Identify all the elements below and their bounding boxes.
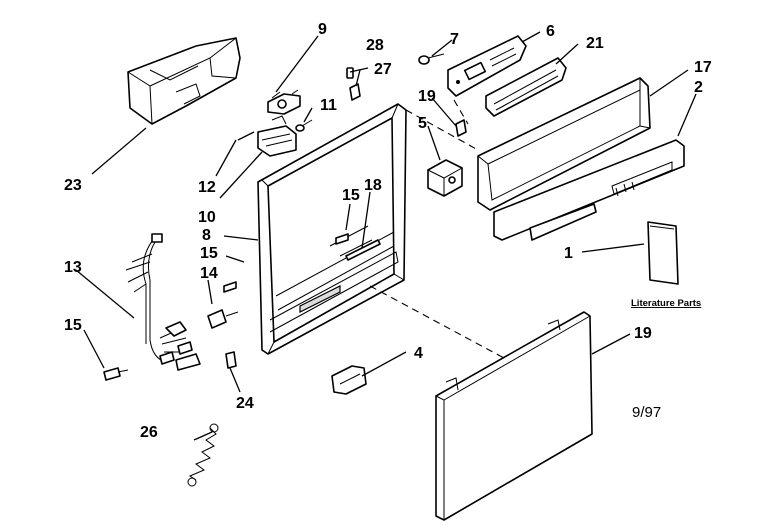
callout-4: 4: [414, 345, 423, 362]
part-21-keypad: [485, 57, 567, 117]
part-15-screw-frame: [335, 233, 349, 245]
callout-2: 2: [694, 79, 703, 96]
part-5-switch-module: [427, 159, 463, 197]
part-15-screw-mid: [223, 281, 237, 293]
callout-8: 8: [202, 227, 211, 244]
callout-9: 9: [318, 21, 327, 38]
callout-24: 24: [236, 395, 254, 412]
part-4-hinge-clip: [331, 365, 367, 395]
part-10-latch-housing: [257, 115, 297, 157]
assembly-lines: [369, 99, 505, 359]
part-1-strip: [529, 203, 597, 241]
callout-16: 17: [694, 59, 712, 76]
part-8-inner-door-frame: [257, 103, 407, 355]
callout-27: 27: [374, 61, 392, 78]
part-23-cover: [127, 37, 241, 125]
callout-19: 19: [634, 325, 652, 342]
callout-18: 19: [418, 88, 436, 105]
callout-23: 23: [64, 177, 82, 194]
part-24-clip: [225, 351, 237, 369]
callout-15-left: 15: [64, 317, 82, 334]
callout-15-mid: 15: [200, 245, 218, 262]
date-code: 9/97: [632, 404, 661, 421]
callout-26: 26: [140, 424, 158, 441]
part-26-spring: [187, 423, 219, 487]
callout-1: 1: [564, 245, 573, 262]
callout-11: 11: [320, 97, 337, 114]
leader-lines: [75, 31, 697, 441]
callout-13: 13: [64, 259, 82, 276]
part-19-outer-door-panel: [435, 311, 593, 521]
callout-5: 5: [418, 115, 427, 132]
callout-21: 21: [586, 35, 604, 52]
part-17-strip: [345, 239, 381, 261]
callout-12: 12: [198, 179, 216, 196]
part-28-plug: [346, 67, 354, 79]
part-15-screw-left: [103, 367, 129, 381]
part-7-screw: [418, 53, 445, 65]
part-11-screw: [295, 119, 313, 132]
callout-10: 10: [198, 209, 216, 226]
part-14-switch: [207, 309, 239, 329]
part-27-clip: [349, 83, 361, 101]
callout-7: 7: [450, 31, 459, 48]
part-18-clip: [455, 119, 467, 137]
part-13-wire-harness: [125, 233, 201, 371]
callout-28: 28: [366, 37, 384, 54]
part-16-console: [477, 77, 651, 211]
part-9-latch: [267, 89, 301, 115]
callout-numbers: 9 28 27 11 12 10 8 15 14 23 13 15 24 26 …: [64, 21, 712, 441]
callout-17: 18: [364, 177, 382, 194]
literature-parts-label: Literature Parts: [631, 298, 701, 309]
part-12-pin: [237, 131, 255, 141]
callout-15-frame: 15: [342, 187, 360, 204]
part-2-overlay: [493, 139, 685, 241]
part-6-control-board: [447, 35, 527, 97]
literature-booklet: [647, 221, 679, 285]
callout-6: 6: [546, 23, 555, 40]
callout-14: 14: [200, 265, 218, 282]
